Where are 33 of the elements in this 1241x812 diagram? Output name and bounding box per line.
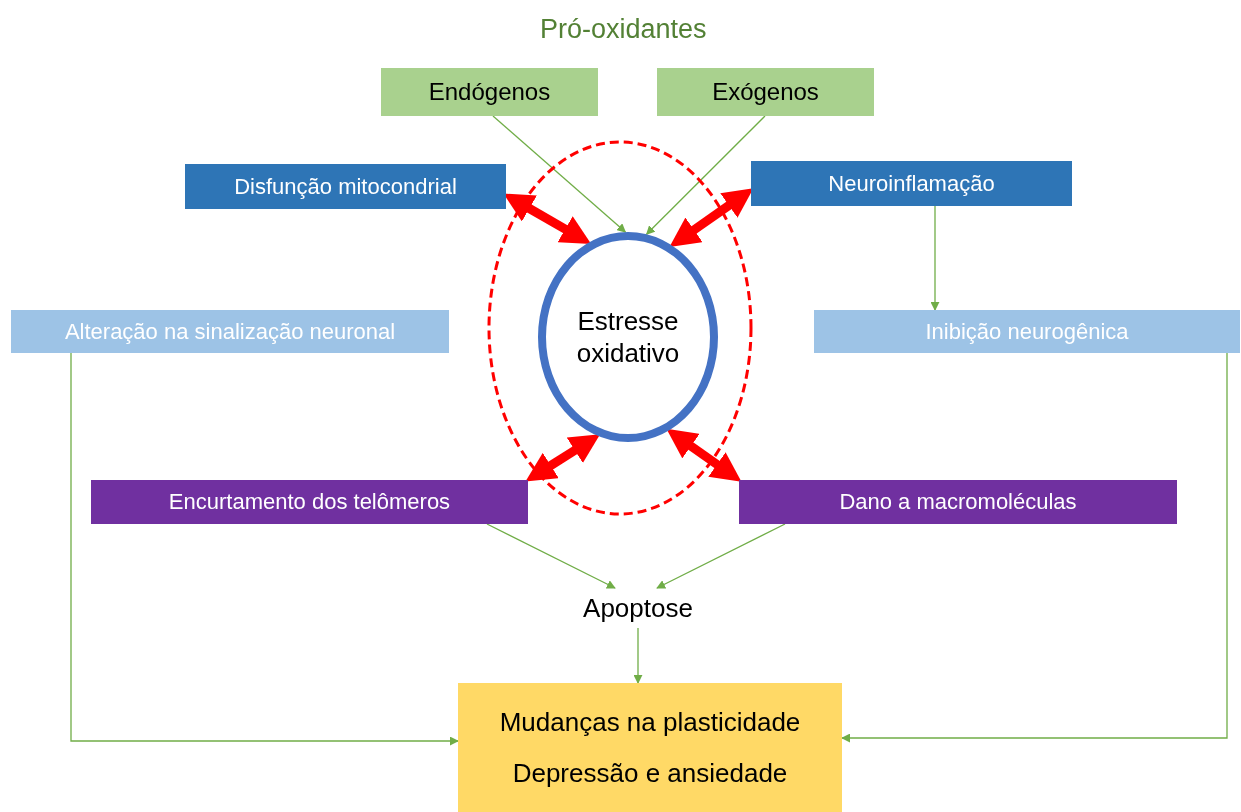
arrow — [486, 523, 616, 589]
node-text: Endógenos — [428, 77, 551, 107]
node-text: Depressão e ansiedade — [512, 756, 788, 789]
arrow — [633, 627, 643, 684]
process-box — [458, 683, 842, 812]
node-text: Disfunção mitocondrial — [234, 172, 457, 201]
node-text: Exógenos — [712, 77, 819, 107]
double-arrow — [525, 434, 601, 482]
double-arrow — [666, 428, 742, 482]
node-text: Apoptose — [583, 591, 693, 625]
process-box — [185, 164, 506, 209]
arrow — [841, 352, 1228, 743]
node-text: Mudanças na plasticidade — [499, 706, 801, 739]
process-box — [739, 480, 1177, 524]
node-text: Neuroinflamação — [828, 169, 995, 198]
arrow — [70, 352, 459, 746]
process-box — [751, 161, 1072, 206]
arrow — [930, 205, 940, 311]
node-text: Alteração na sinalização neuronal — [64, 317, 396, 346]
node-text: Dano a macromoléculas — [839, 488, 1077, 516]
arrow — [645, 115, 766, 235]
arrow — [492, 115, 627, 233]
process-box — [91, 480, 528, 524]
process-box — [657, 68, 874, 116]
node-text: Estresse oxidativo — [575, 304, 681, 370]
dashed-ellipse — [487, 140, 753, 516]
arrow — [656, 523, 786, 589]
process-box — [381, 68, 598, 116]
node-text: Inibição neurogênica — [925, 317, 1129, 346]
node-text: Encurtamento dos telômeros — [168, 488, 451, 516]
heading-label: Pró-oxidantes — [540, 14, 707, 45]
process-box — [814, 310, 1240, 353]
process-box — [11, 310, 449, 353]
